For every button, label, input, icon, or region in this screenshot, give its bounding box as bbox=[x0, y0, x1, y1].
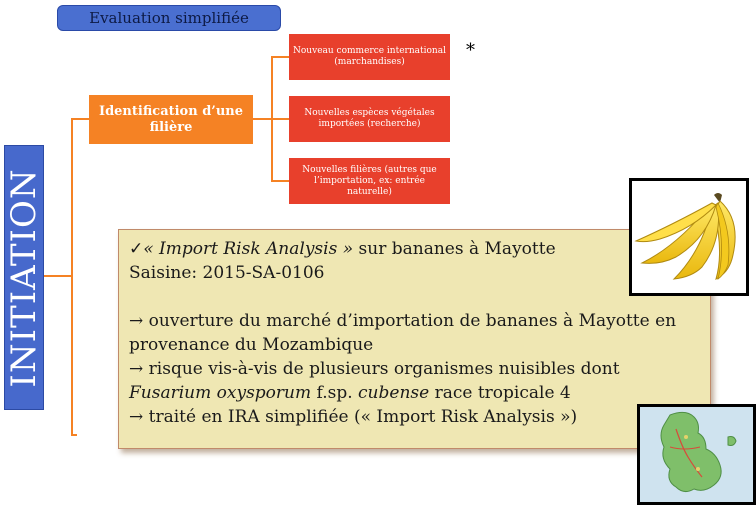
check-icon: ✓ bbox=[129, 239, 144, 259]
initiation-label: INITIATION bbox=[4, 167, 44, 388]
ira-subject: sur bananes à Mayotte bbox=[353, 239, 556, 259]
category-box-commerce: Nouveau commerce international (marchand… bbox=[289, 34, 450, 80]
arrow-icon: → bbox=[129, 359, 144, 379]
evaluation-badge: Evaluation simplifiée bbox=[57, 5, 281, 31]
category-box-especes: Nouvelles espèces végétales importées (r… bbox=[289, 96, 450, 142]
identification-box: Identification d’une filière bbox=[89, 95, 253, 144]
category-box-filieres: Nouvelles filières (autres que l’importa… bbox=[289, 158, 450, 204]
mayotte-map-image bbox=[637, 404, 756, 505]
info-box: ✓« Import Risk Analysis » sur bananes à … bbox=[118, 229, 711, 449]
connector-category-3 bbox=[271, 180, 289, 182]
species-name: Fusarium oxysporum bbox=[129, 383, 312, 403]
bullet-traite: → traité en IRA simplifiée (« Import Ris… bbox=[129, 405, 700, 429]
connector-to-identification bbox=[71, 118, 89, 120]
initiation-bar: INITIATION bbox=[4, 145, 44, 410]
bullet-risque: → risque vis-à-vis de plusieurs organism… bbox=[129, 357, 700, 405]
connector-category-1 bbox=[271, 56, 289, 58]
species-forma: cubense bbox=[358, 383, 430, 403]
info-title-line: ✓« Import Risk Analysis » sur bananes à … bbox=[129, 237, 700, 261]
saisine-line: Saisine: 2015-SA-0106 bbox=[129, 263, 325, 283]
bullet-traite-text: traité en IRA simplifiée (« Import Risk … bbox=[143, 407, 578, 427]
category-label-commerce: Nouveau commerce international (marchand… bbox=[293, 46, 446, 67]
bullet-risque-text: risque vis-à-vis de plusieurs organismes… bbox=[143, 359, 620, 379]
asterisk-mark: * bbox=[466, 40, 475, 61]
bullet-ouverture-text: ouverture du marché d’importation de ban… bbox=[129, 311, 677, 355]
species-race: race tropicale 4 bbox=[429, 383, 571, 403]
connector-identification-out bbox=[253, 118, 272, 120]
bananas-icon bbox=[634, 193, 736, 280]
bullet-ouverture: → ouverture du marché d’importation de b… bbox=[129, 309, 700, 357]
connector-main-vertical bbox=[71, 118, 73, 436]
species-fsp: f.sp. bbox=[311, 383, 359, 403]
connector-to-infobox bbox=[71, 434, 77, 436]
arrow-icon: → bbox=[129, 311, 144, 331]
category-label-especes: Nouvelles espèces végétales importées (r… bbox=[304, 108, 435, 129]
identification-label: Identification d’une filière bbox=[98, 103, 243, 135]
map-icon bbox=[640, 407, 753, 502]
arrow-icon: → bbox=[129, 407, 144, 427]
ira-title: « Import Risk Analysis » bbox=[143, 239, 354, 259]
category-label-filieres: Nouvelles filières (autres que l’importa… bbox=[302, 164, 437, 197]
bananas-image bbox=[629, 178, 749, 296]
connector-category-2 bbox=[271, 118, 289, 120]
connector-from-initiation bbox=[44, 275, 72, 277]
